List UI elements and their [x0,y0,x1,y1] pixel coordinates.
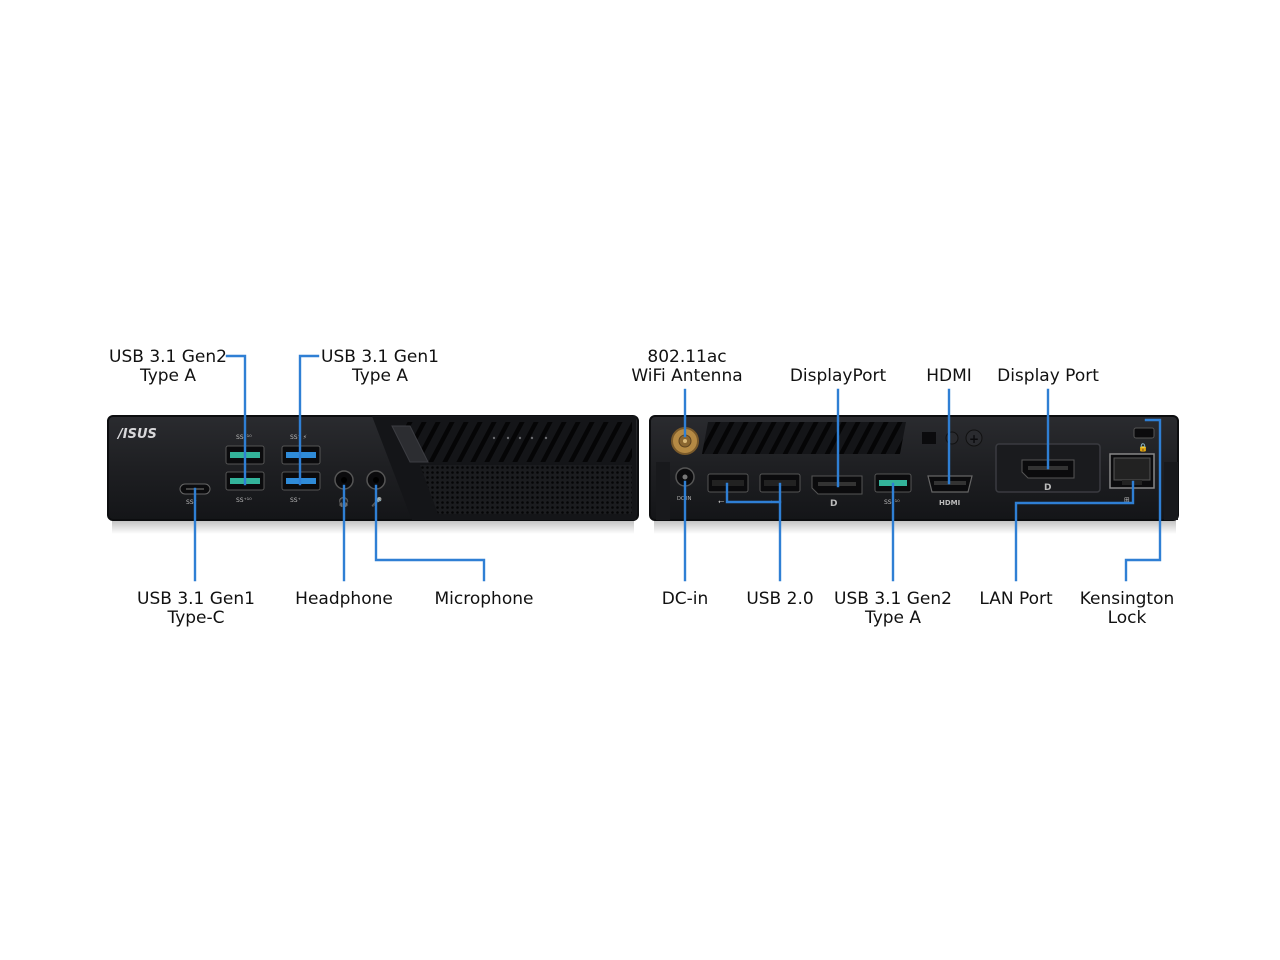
svg-text:SS⁺ ⚡: SS⁺ ⚡ [290,434,307,441]
callout-line-lan [1014,480,1135,582]
svg-text:+: + [969,432,979,446]
label-display-port-2: Display Port [997,366,1099,386]
wifi-antenna-connector [671,427,699,455]
svg-text:⊞: ⊞ [1124,496,1130,504]
rear-shadow [654,520,1176,534]
callout-line-front-usb-gen2 [225,354,247,486]
front-shadow [112,520,634,534]
label-hdmi: HDMI [926,366,972,386]
rear-chassis-bevel [656,462,670,520]
label-front-usb31-gen2-typea: USB 3.1 Gen2 Type A [109,347,227,386]
svg-text:⭠: ⭠ [718,497,725,506]
rear-panel: + DC-IN ⭠ ⭠ D [649,415,1179,534]
svg-text:SS⁺¹⁰: SS⁺¹⁰ [236,497,252,504]
svg-text:SS⁺: SS⁺ [186,499,197,506]
callout-line-front-usb-gen1 [298,354,320,486]
label-front-usb31-gen1-typec: USB 3.1 Gen1 Type-C [137,589,255,628]
label-dc-in: DC-in [661,589,709,609]
rear-switch [922,432,936,444]
front-panel: /ISUS SS⁺¹⁰ SS⁺¹⁰ SS⁺ ⚡ SS⁺ SS⁺ [107,415,639,534]
svg-text:D: D [830,499,837,509]
front-vent-slots [400,422,632,462]
label-wifi-antenna: 802.11ac WiFi Antenna [631,347,743,386]
rear-screw-2 [965,429,983,447]
label-lan-port: LAN Port [979,589,1053,609]
power-button [391,425,429,463]
front-vent-mesh [420,465,632,514]
label-kensington-lock: Kensington Lock [1079,589,1175,628]
kensington-lock-slot: 🔒 [1133,427,1155,452]
label-usb20: USB 2.0 [746,589,814,609]
svg-text:🔒: 🔒 [1138,443,1148,452]
callout-line-kensington [1124,418,1162,582]
svg-text:D: D [1044,483,1051,493]
callout-line-usb20 [725,482,782,582]
label-rear-usb31-gen2-typea: USB 3.1 Gen2 Type A [834,589,952,628]
label-microphone: Microphone [434,589,534,609]
rear-vent-slots [702,422,906,454]
svg-text:HDMI: HDMI [939,499,960,507]
label-displayport: DisplayPort [789,366,887,386]
callout-line-microphone [374,484,486,582]
svg-text:SS⁺: SS⁺ [290,497,301,504]
status-leds [492,436,548,440]
callout-lines [193,354,1162,582]
label-front-usb31-gen1-typea: USB 3.1 Gen1 Type A [321,347,439,386]
label-headphone: Headphone [295,589,393,609]
asus-logo: /ISUS [116,427,157,442]
